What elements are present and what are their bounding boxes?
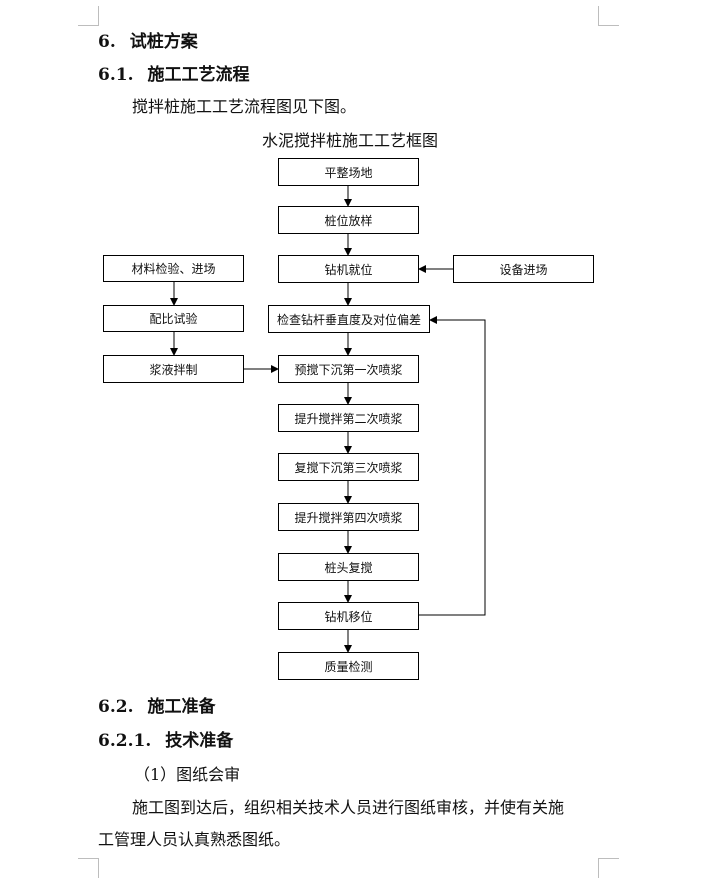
- crop-mark: [598, 858, 619, 859]
- step-site-leveling: 平整场地: [278, 158, 419, 186]
- crop-mark: [598, 6, 599, 26]
- step-slurry-mixing: 浆液拌制: [103, 355, 244, 383]
- step-rig-relocation: 钻机移位: [278, 602, 419, 630]
- crop-mark: [598, 858, 599, 878]
- subsubsection-heading: 6.2.1.技术准备: [98, 731, 234, 751]
- figure-title: 水泥搅拌桩施工工艺框图: [261, 131, 438, 150]
- subsection-heading: 6.1.施工工艺流程: [98, 65, 250, 85]
- crop-mark: [98, 858, 99, 878]
- body-paragraph-line: 工管理人员认真熟悉图纸。: [98, 830, 291, 849]
- step-pile-layout: 桩位放样: [278, 206, 419, 234]
- step-second-spray: 提升搅拌第二次喷浆: [278, 404, 419, 432]
- return-arrow: [419, 316, 486, 616]
- step-pile-head-remix: 桩头复搅: [278, 553, 419, 581]
- step-first-spray: 预搅下沉第一次喷浆: [278, 355, 419, 383]
- step-third-spray: 复搅下沉第三次喷浆: [278, 453, 419, 481]
- crop-mark: [98, 6, 99, 26]
- body-paragraph-line: 施工图到达后，组织相关技术人员进行图纸审核，并使有关施: [132, 798, 565, 817]
- step-rig-positioning: 钻机就位: [278, 255, 419, 283]
- step-verticality-check: 检查钻杆垂直度及对位偏差: [268, 305, 430, 333]
- crop-mark: [598, 25, 619, 26]
- intro-paragraph: 搅拌桩施工工艺流程图见下图。: [132, 97, 357, 116]
- step-quality-inspection: 质量检测: [278, 652, 419, 680]
- section-heading: 6.试桩方案: [98, 32, 198, 52]
- step-material-inspection: 材料检验、进场: [103, 255, 244, 282]
- step-fourth-spray: 提升搅拌第四次喷浆: [278, 503, 419, 531]
- list-item: （1）图纸会审: [134, 765, 241, 784]
- step-mix-trial: 配比试验: [103, 305, 244, 332]
- crop-mark: [78, 858, 99, 859]
- subsection-heading: 6.2.施工准备: [98, 697, 216, 717]
- crop-mark: [78, 25, 99, 26]
- step-equipment-arrival: 设备进场: [453, 255, 594, 283]
